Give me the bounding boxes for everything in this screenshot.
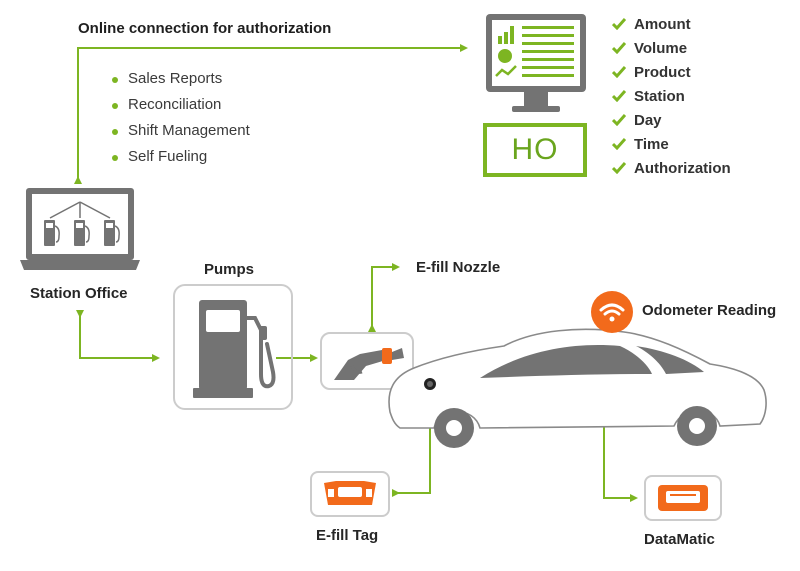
checklist-item: Volume — [610, 38, 731, 62]
checkmark-icon — [612, 90, 626, 102]
efill-nozzle-label: E-fill Nozzle — [416, 259, 501, 276]
pumps-label: Pumps — [204, 261, 255, 278]
monitor-icon — [486, 14, 586, 112]
bullet-icon — [112, 129, 118, 135]
feature-item: Reconciliation — [112, 94, 250, 120]
datamatic-label: DataMatic — [644, 531, 715, 548]
connection-heading: Online connection for authorization — [78, 20, 332, 37]
ho-checklist: Amount Volume Product Station Day Time A… — [610, 14, 731, 182]
efill-tag-box — [310, 471, 390, 517]
arrow-efill-nozzle — [368, 263, 400, 332]
checkmark-icon — [612, 138, 626, 150]
tag-icon — [324, 481, 376, 505]
arrow-office-to-pumps — [76, 310, 160, 362]
bullet-icon — [112, 155, 118, 161]
checklist-item: Day — [610, 110, 731, 134]
checkmark-icon — [612, 66, 626, 78]
laptop-icon — [20, 188, 140, 270]
arrow-office-to-ho — [74, 44, 468, 184]
station-office-label: Station Office — [30, 285, 128, 302]
fuel-nozzle-icon — [334, 348, 404, 380]
checklist-item: Time — [610, 134, 731, 158]
feature-item: Sales Reports — [112, 68, 250, 94]
nozzle-box — [320, 332, 414, 390]
ho-box: HO — [483, 123, 587, 177]
feature-list: Sales Reports Reconciliation Shift Manag… — [112, 68, 250, 172]
checklist-item: Product — [610, 62, 731, 86]
odometer-reading-label: Odometer Reading — [642, 302, 777, 319]
datamatic-icon — [658, 485, 708, 511]
datamatic-box — [644, 475, 722, 521]
feature-item: Shift Management — [112, 120, 250, 146]
bullet-icon — [112, 103, 118, 109]
bullet-icon — [112, 77, 118, 83]
checkmark-icon — [612, 42, 626, 54]
checkmark-icon — [612, 162, 626, 174]
efill-tag-label: E-fill Tag — [316, 527, 379, 544]
checkmark-icon — [612, 114, 626, 126]
checklist-item: Amount — [610, 14, 731, 38]
wifi-icon — [591, 291, 633, 333]
checklist-item: Authorization — [610, 158, 731, 182]
feature-item: Self Fueling — [112, 146, 250, 172]
car-icon — [388, 328, 767, 448]
pump-box — [173, 284, 293, 410]
fuel-pump-icon — [193, 300, 276, 398]
checklist-item: Station — [610, 86, 731, 110]
checkmark-icon — [612, 18, 626, 30]
